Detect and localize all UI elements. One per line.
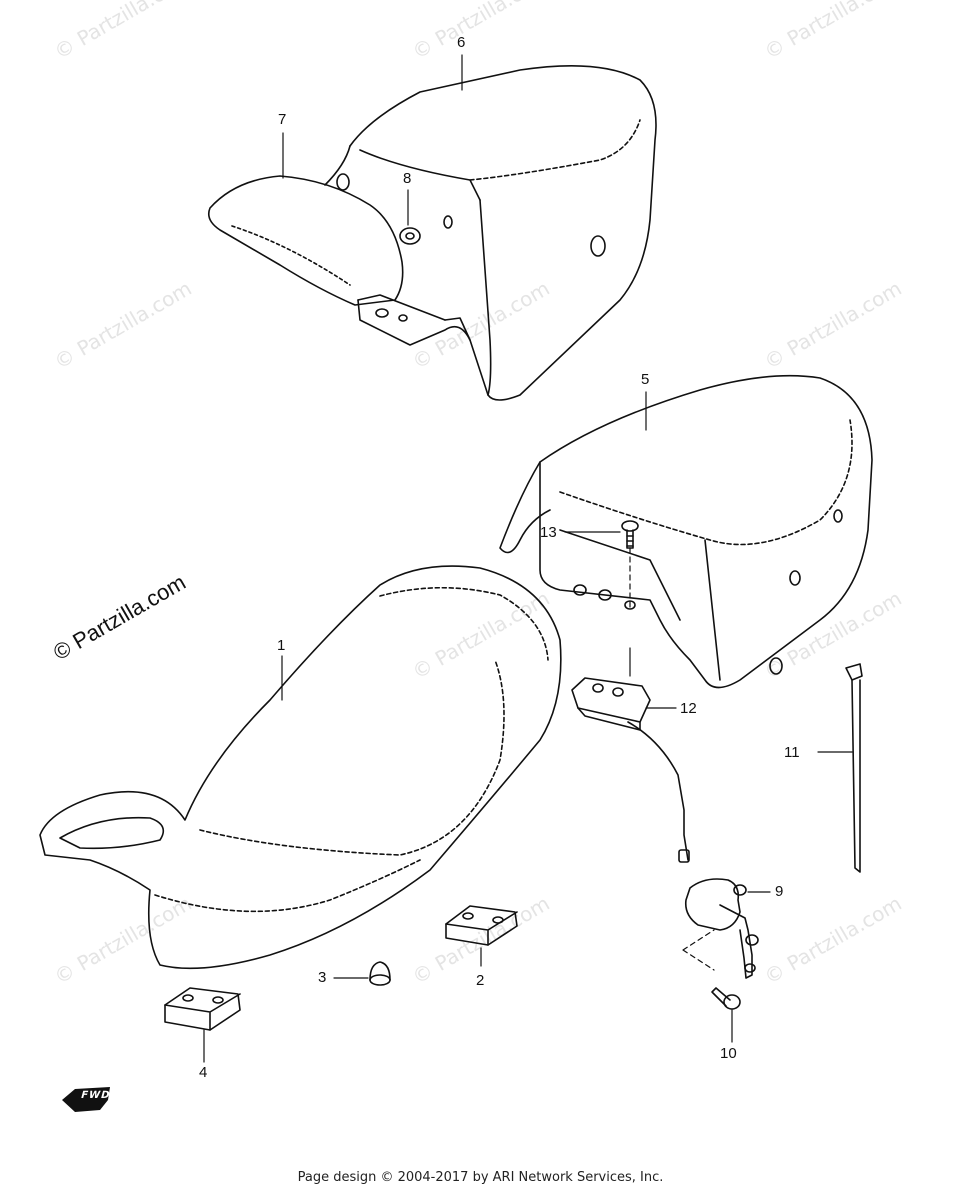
main-seat-part <box>39 565 562 970</box>
callout-10[interactable]: 10 <box>720 1045 737 1062</box>
forward-arrow-icon <box>62 1087 110 1112</box>
screw-part <box>621 520 639 549</box>
callout-1[interactable]: 1 <box>277 637 286 654</box>
callout-11[interactable]: 11 <box>784 744 800 761</box>
callout-13[interactable]: 13 <box>540 524 557 541</box>
seat-lock-part <box>684 878 759 979</box>
callout-6[interactable]: 6 <box>457 34 466 51</box>
callout-5[interactable]: 5 <box>641 371 650 388</box>
tandem-seat-part <box>499 374 873 689</box>
exploded-parts-diagram <box>39 54 873 1112</box>
rear-seat-cowl-part <box>324 64 657 401</box>
leader-lines <box>203 54 853 1063</box>
page-footer: Page design © 2004-2017 by ARI Network S… <box>297 1170 664 1185</box>
rubber-block-part <box>164 987 241 1031</box>
callout-2[interactable]: 2 <box>476 972 485 989</box>
callout-4[interactable]: 4 <box>199 1064 208 1081</box>
rubber-block-part <box>445 905 518 946</box>
bracket-cable-part <box>571 677 690 863</box>
callout-7[interactable]: 7 <box>278 111 287 128</box>
callout-8[interactable]: 8 <box>403 170 412 187</box>
bolt-part <box>711 987 741 1010</box>
cushion-part <box>369 961 391 986</box>
rear-seat-pad-part <box>207 175 404 306</box>
callout-9[interactable]: 9 <box>775 883 784 900</box>
forward-label: FWD <box>79 1090 112 1101</box>
strap-part <box>845 663 863 873</box>
callout-12[interactable]: 12 <box>680 700 697 717</box>
grommet-part <box>399 227 421 245</box>
callout-3[interactable]: 3 <box>318 969 327 986</box>
